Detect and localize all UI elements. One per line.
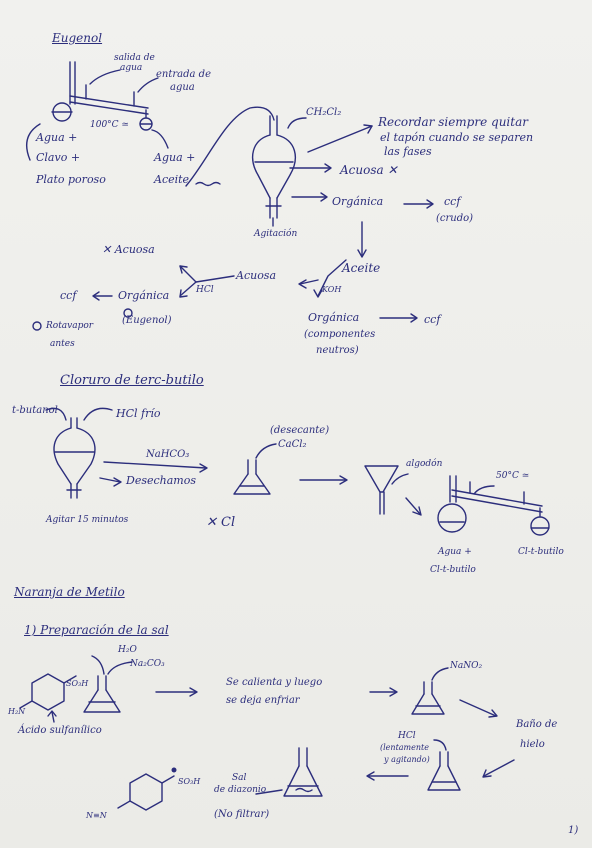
label-aceite-2: Aceite [342,261,381,275]
erlenmeyer-flask-2 [83,655,398,713]
label-ccf-crudo-2: (crudo) [436,213,474,224]
label-algodon: algodón [406,459,443,469]
label-clavo: Clavo + [36,151,81,164]
label-agitando: y agitando) [384,755,430,764]
label-diazonio: de diazonio [214,785,267,795]
label-cl-t-butilo-1: Cl-t-butilo [430,565,476,575]
label-agitar: Agitar 15 minutos [46,515,129,525]
label-desechamos: Desechamos [126,474,196,487]
label-ch2cl2: CH₂Cl₂ [306,107,342,118]
label-hcl-2: HCl [398,731,416,741]
label-agitacion: Agitación [254,229,298,239]
note-line-1: Recordar siempre quitar [378,115,528,129]
funnel-filter [364,465,422,516]
label-componentes: (componentes [304,329,376,340]
label-rotavapor: Rotavapor [46,321,94,331]
subheading-preparacion: 1) Preparación de la sal [24,623,169,637]
label-agua-plus-2: Agua + [438,547,472,557]
label-salida-agua-2: agua [120,63,143,73]
label-agua-plus: Agua + [154,151,196,164]
label-h2n: H₂N [8,707,26,716]
label-sal: Sal [232,773,247,783]
label-na2co3: Na₂CO₃ [130,659,165,669]
label-salida-agua-1: salida de [114,53,155,63]
label-nano2: NaNO₂ [450,661,483,671]
label-calienta-1: Se calienta y luego [226,677,323,688]
label-antes: antes [50,339,75,349]
label-eugenol: (Eugenol) [122,315,172,326]
label-x-acuosa: ✕ Acuosa [102,243,155,256]
label-hielo: hielo [520,739,545,750]
heading-naranja: Naranja de Metilo [14,585,125,599]
distillation-apparatus-eugenol [26,61,221,187]
benzene-diazonium [117,767,177,811]
label-entrada-agua-1: entrada de [156,69,211,80]
note-line-2: el tapón cuando se separen [380,131,534,144]
erlenmeyer-flask-3 [411,667,515,778]
erlenmeyer-flask-1 [233,443,348,495]
label-so3h-2: SO₃H [178,777,201,786]
flow-arrows-eugenol [32,199,434,331]
label-plato-poroso: Plato poroso [36,173,106,186]
distillation-apparatus-cloruro [437,475,550,536]
label-organica-1: Orgánica [332,195,384,208]
label-x-cl: ✕ Cl [206,515,236,530]
label-lentamente: (lentamente [380,743,429,752]
heading-eugenol: Eugenol [52,31,103,45]
label-bano: Baño de [516,719,558,730]
heading-cloruro: Cloruro de terc-butilo [60,373,204,388]
label-entrada-agua-2: agua [170,82,195,93]
label-ccf-1: ccf [60,289,77,302]
separatory-funnel-1 [185,106,373,227]
label-aceite-1: Aceite [154,173,190,186]
label-cl-t-butilo-2: Cl-t-butilo [518,547,564,557]
label-h2o: H₂O [118,645,137,655]
label-no-filtrar: (No filtrar) [214,809,270,820]
label-acuosa: Acuosa [236,269,277,282]
label-organica-2: Orgánica [118,289,170,302]
label-desecante: (desecante) [270,425,330,436]
label-agua: Agua + [36,131,78,144]
label-neutros: neutros) [316,345,359,356]
benzene-sulfanilic [19,673,77,723]
label-cacl2: CaCl₂ [278,439,307,450]
label-ccf-crudo-1: ccf [444,195,461,208]
label-so3h-1: SO₃H [66,679,89,688]
label-organica-3: Orgánica [308,311,360,324]
label-acido-sulfanilico: Ácido sulfanílico [18,725,102,736]
label-temp-100: 100°C ≃ [90,120,129,130]
separatory-funnel-2 [45,407,208,499]
page-number: 1) [568,825,579,836]
erlenmeyer-flask-5 [255,747,323,797]
label-acuosa-discard: Acuosa ✕ [340,163,398,177]
label-ccf-2: ccf [424,313,441,326]
label-n-n: N≡N [86,811,107,820]
label-nahco3: NaHCO₃ [146,449,190,460]
label-koh: KOH [322,285,342,294]
label-hcl-frio: HCl frío [116,407,161,420]
label-temp-50: 50°C ≃ [496,471,530,481]
label-hcl-1: HCl [196,285,214,295]
note-line-3: las fases [384,145,432,158]
erlenmeyer-flask-4 [366,739,461,791]
label-calienta-2: se deja enfriar [226,695,300,706]
label-t-butanol: t-butanol [12,405,58,416]
